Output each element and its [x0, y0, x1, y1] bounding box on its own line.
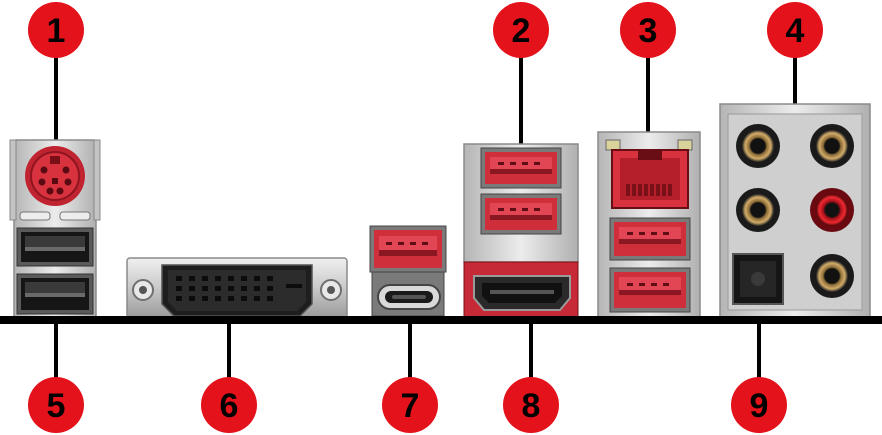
dvi-pin — [254, 276, 260, 281]
usb-3-2-gen1-port-bottom[interactable] — [609, 267, 691, 313]
dvi-pin — [202, 296, 208, 301]
callout-3: 3 — [620, 2, 676, 58]
lan-usb-stack — [597, 131, 701, 319]
optical-spdif-out[interactable] — [732, 253, 784, 305]
audio-jack-2[interactable] — [810, 124, 854, 168]
callout-number: 4 — [786, 12, 805, 50]
dvi-pin — [215, 286, 221, 291]
dvi-pin — [254, 286, 260, 291]
callout-2: 2 — [493, 2, 549, 58]
callout-badge — [201, 377, 257, 433]
callout-8: 8 — [503, 377, 559, 433]
dvi-pin — [267, 296, 273, 301]
callout-9: 9 — [731, 377, 787, 433]
dvi-pin — [176, 276, 182, 281]
dvi-d-port[interactable] — [126, 257, 348, 319]
callout-7: 7 — [382, 377, 438, 433]
dvi-pin — [228, 276, 234, 281]
dvi-pin — [241, 296, 247, 301]
callout-6: 6 — [201, 377, 257, 433]
dvi-pin — [228, 296, 234, 301]
dvi-pin-grid — [176, 276, 273, 301]
callout-badge — [28, 2, 84, 58]
audio-jack-4[interactable] — [810, 254, 854, 298]
usb-hdmi-stack — [463, 143, 579, 319]
usb-3-2-gen2-port-top[interactable] — [480, 147, 562, 189]
usb-type-c-port[interactable] — [377, 284, 441, 310]
dvi-pin — [267, 276, 273, 281]
usb-2-0-port-bottom[interactable] — [16, 273, 94, 315]
dvi-pin — [241, 276, 247, 281]
usb-2-0-port-top[interactable] — [16, 227, 94, 267]
dvi-pin — [254, 296, 260, 301]
audio-jack-1[interactable] — [736, 124, 780, 168]
callout-badge — [28, 377, 84, 433]
dvi-pin — [176, 296, 182, 301]
callout-4: 4 — [767, 2, 823, 58]
audio-jack-3[interactable] — [736, 188, 780, 232]
ps2-usb2-stack — [9, 139, 101, 319]
dvi-pin — [176, 286, 182, 291]
callout-1: 1 — [28, 2, 84, 58]
dvi-pin — [189, 286, 195, 291]
lan-contacts — [626, 184, 672, 196]
dvi-pin — [202, 276, 208, 281]
callout-badge — [503, 377, 559, 433]
callout-number: 5 — [47, 387, 66, 425]
callout-badge — [731, 377, 787, 433]
audio-jack-line-out[interactable] — [810, 188, 854, 232]
io-shield-baseline — [0, 316, 882, 324]
callout-number: 3 — [639, 12, 658, 50]
callout-badge — [620, 2, 676, 58]
callout-number: 1 — [47, 12, 66, 50]
callout-number: 6 — [220, 387, 239, 425]
usb-a-usb-c-stack — [369, 225, 447, 317]
lan-port[interactable] — [611, 149, 689, 209]
dvi-pin — [189, 276, 195, 281]
dvi-pin — [215, 296, 221, 301]
callout-badge — [382, 377, 438, 433]
usb-3-2-gen2-port-bottom[interactable] — [480, 193, 562, 235]
usb-3-2-type-a-port[interactable] — [369, 225, 447, 273]
callout-5: 5 — [28, 377, 84, 433]
audio-block — [719, 103, 871, 319]
callout-number: 7 — [401, 387, 420, 425]
dvi-pin — [241, 286, 247, 291]
callout-number: 2 — [512, 12, 531, 50]
ps2-combo-port[interactable] — [25, 146, 85, 206]
callout-number: 9 — [750, 387, 769, 425]
callout-badge — [767, 2, 823, 58]
hdmi-port[interactable] — [473, 275, 571, 311]
callout-badge — [493, 2, 549, 58]
usb-3-2-gen1-port-top[interactable] — [609, 217, 691, 261]
dvi-pin — [202, 286, 208, 291]
dvi-pin — [267, 286, 273, 291]
dvi-pin — [228, 286, 234, 291]
dvi-pin — [189, 296, 195, 301]
dvi-pin — [215, 276, 221, 281]
callout-number: 8 — [522, 387, 541, 425]
